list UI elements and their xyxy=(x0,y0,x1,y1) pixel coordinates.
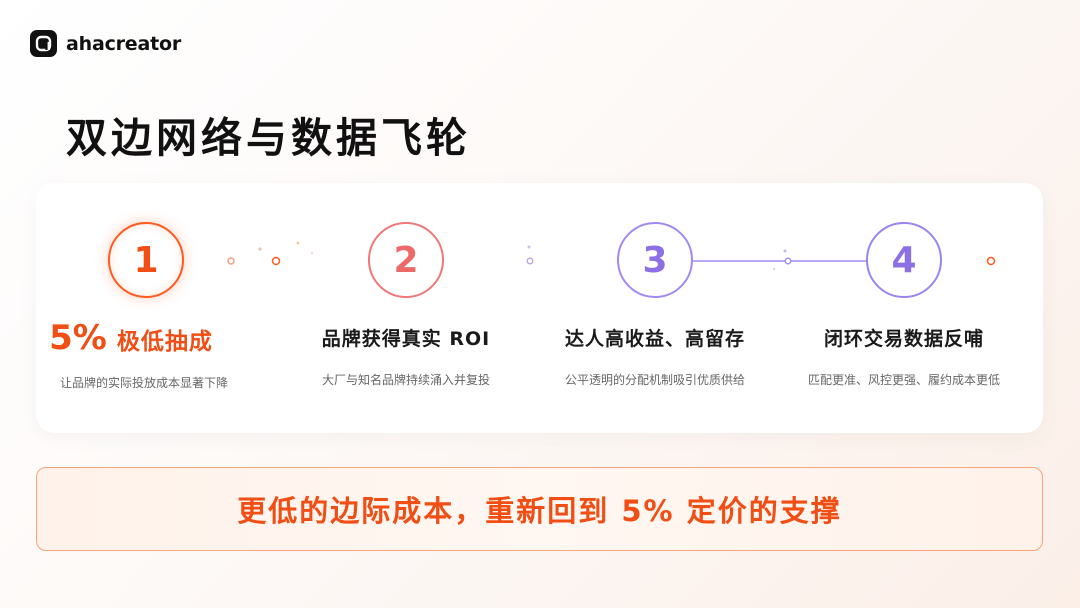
summary-banner: 更低的边际成本，重新回到 5% 定价的支撑 xyxy=(36,467,1043,551)
step-desc: 公平透明的分配机制吸引优质供给 xyxy=(564,373,745,387)
connector-dot xyxy=(526,257,534,265)
step-number-badge: 4 xyxy=(866,222,942,298)
step-desc: 匹配更准、风控更强、履约成本更低 xyxy=(807,373,1000,387)
step-title-highlight: 5% xyxy=(49,318,107,358)
step-2: 2 品牌获得真实 ROI 大厂与知名品牌持续涌入并复投 xyxy=(286,222,526,388)
step-title: 闭环交易数据反哺 xyxy=(823,328,984,350)
sparkle xyxy=(527,245,531,249)
step-title: 5% 极低抽成 xyxy=(49,318,213,358)
connector-dot xyxy=(271,256,281,266)
banner-text: 更低的边际成本，重新回到 5% 定价的支撑 xyxy=(237,494,842,528)
brand: ahacreator xyxy=(30,30,181,57)
step-number-badge: 2 xyxy=(368,222,444,298)
step-4: 4 闭环交易数据反哺 匹配更准、风控更强、履约成本更低 xyxy=(784,222,1024,388)
logo-a-icon xyxy=(30,30,57,57)
flywheel-card: 1 5% 极低抽成 让品牌的实际投放成本显著下降 2 品牌获得真实 ROI 大厂… xyxy=(36,183,1043,433)
step-desc: 大厂与知名品牌持续涌入并复投 xyxy=(321,373,490,387)
page-title: 双边网络与数据飞轮 xyxy=(66,114,471,162)
brand-name: ahacreator xyxy=(66,32,182,55)
step-number-badge: 3 xyxy=(617,222,693,298)
step-title-text: 极低抽成 xyxy=(116,329,213,355)
step-title: 达人高收益、高留存 xyxy=(564,328,745,350)
step-title: 品牌获得真实 ROI xyxy=(321,328,491,350)
step-number-badge: 1 xyxy=(108,222,184,298)
step-3: 3 达人高收益、高留存 公平透明的分配机制吸引优质供给 xyxy=(535,222,775,388)
step-desc: 让品牌的实际投放成本显著下降 xyxy=(59,376,228,390)
step-1: 1 5% 极低抽成 让品牌的实际投放成本显著下降 xyxy=(26,222,266,391)
